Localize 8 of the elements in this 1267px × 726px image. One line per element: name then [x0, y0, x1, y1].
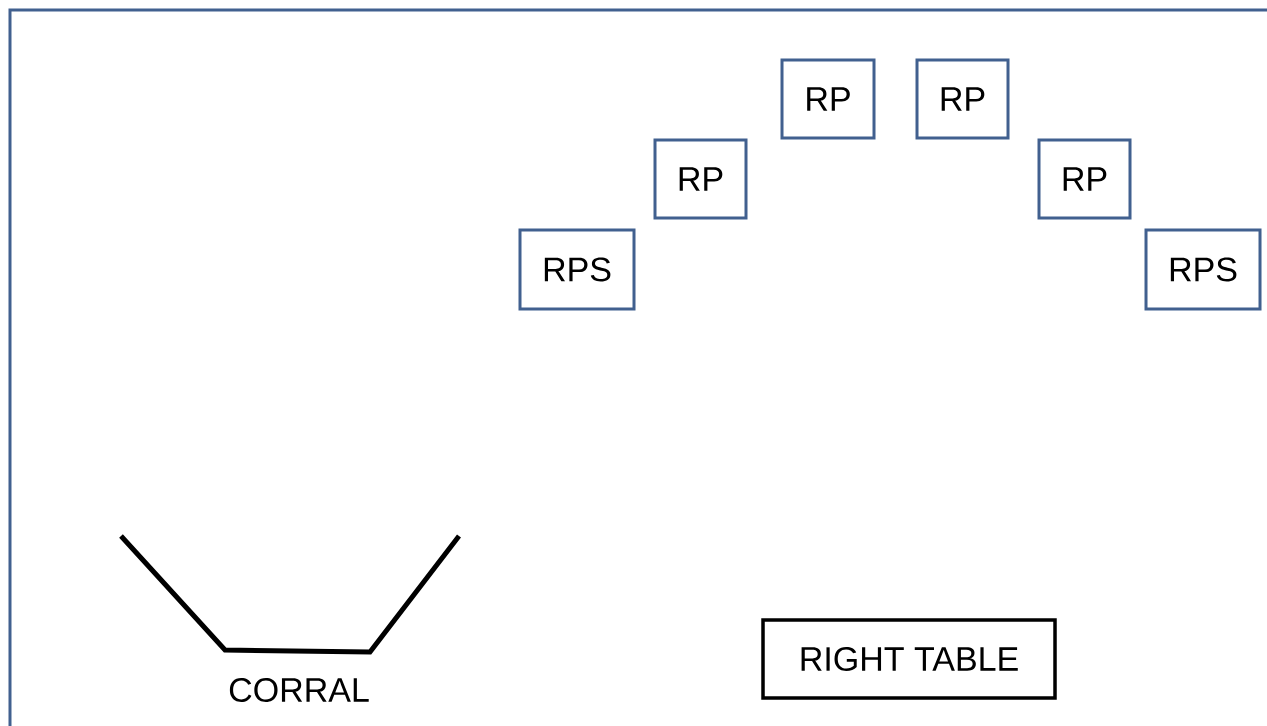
position-box: RPS: [518, 228, 636, 311]
area-label: CORRAL: [229, 677, 369, 703]
table-box: RIGHT TABLE: [761, 618, 1057, 700]
position-box: RP: [780, 58, 876, 140]
position-box: RPS: [1144, 228, 1262, 311]
position-box: RP: [1037, 138, 1132, 220]
position-box: RP: [915, 58, 1010, 140]
position-box: RP: [653, 138, 748, 220]
